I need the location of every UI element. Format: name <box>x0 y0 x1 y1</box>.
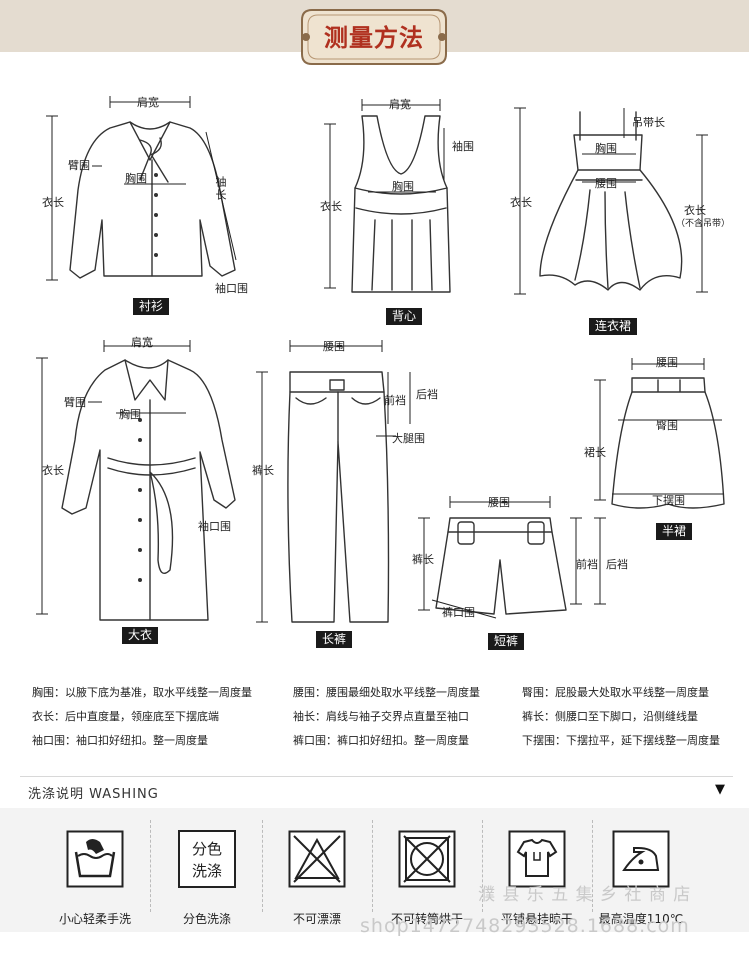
dress-drawing <box>539 111 683 291</box>
store-watermark: 濮 县 乐 五 集 乡 社 商 店 <box>478 885 692 905</box>
trousers-drawing <box>287 371 390 623</box>
shirt-sleeve-label: 袖长 <box>214 176 227 202</box>
no-tumble-dry-label: 不可转筒烘干 <box>390 912 463 926</box>
wash-item-no-bleach: 不可漂漂 <box>262 822 372 932</box>
shirt-chest-label: 胸围 <box>125 172 147 185</box>
coat-upper-arm-label: 臂围 <box>64 396 86 409</box>
shorts-length-label: 裤长 <box>412 553 434 566</box>
measurement-figures: 肩宽 臂围 胸围 衣长 袖长 袖口围 衬衫 肩宽 袖围 胸围 衣长 背心 吊带长… <box>0 80 749 655</box>
coat-chest-label: 胸围 <box>119 408 141 421</box>
vest-chest-label: 胸围 <box>392 180 414 193</box>
trousers-length-label: 裤长 <box>252 464 274 477</box>
iron-label: 最高温度110℃ <box>598 912 684 926</box>
definition-sleeve: 袖长：肩线与袖子交界点直量至袖口 <box>293 710 469 723</box>
skirt-drawing <box>611 377 725 509</box>
banner-plaque <box>301 9 447 65</box>
separate-wash-label: 分色洗涤 <box>182 912 231 926</box>
wash-separator <box>150 820 151 912</box>
vest-label: 背心 <box>386 308 423 325</box>
no-bleach-label: 不可漂漂 <box>292 912 341 926</box>
definition-leg-opening: 裤口围：裤口扣好纽扣。整一周度量 <box>293 734 469 747</box>
wash-item-hand-wash: 小心轻柔手洗 <box>40 822 150 932</box>
definition-trouser-length: 裤长：侧腰口至下脚口，沿侧缝线量 <box>522 710 698 723</box>
definition-cuff: 袖口围：袖口扣好纽扣。整一周度量 <box>32 734 208 747</box>
dress-strap-label: 吊带长 <box>632 116 665 129</box>
trousers-front-rise-label: 前裆 <box>384 394 406 407</box>
wash-separately-icon-line1: 分色 <box>191 840 222 858</box>
wash-item-no-tumble-dry: 不可转筒烘干 <box>372 822 482 932</box>
do-not-tumble-dry-icon <box>398 830 456 888</box>
wash-separator <box>372 820 373 912</box>
skirt-length-label: 裙长 <box>584 446 606 459</box>
coat-drawing <box>61 359 236 621</box>
dress-length-note: （不含吊带） <box>676 219 731 229</box>
trousers-waist-label: 腰围 <box>323 340 345 353</box>
coat-shoulder-label: 肩宽 <box>131 336 153 349</box>
shorts-drawing <box>435 517 567 615</box>
wash-separately-icon-line2: 洗涤 <box>191 862 222 880</box>
washing-section-header[interactable]: 洗涤说明 WASHING ▼ <box>20 776 733 802</box>
wash-separator <box>592 820 593 912</box>
iron-110-icon <box>612 830 670 888</box>
shirt-drawing <box>69 121 236 279</box>
definition-length: 衣长：后中直度量，领座底至下摆底端 <box>32 710 219 723</box>
shorts-front-rise-label: 前裆 <box>576 558 598 571</box>
coat-label: 大衣 <box>122 627 159 644</box>
banner-title: 测量方法 <box>324 24 424 52</box>
coat-cuff-label: 袖口围 <box>198 520 231 533</box>
dress-label: 连衣裙 <box>589 318 638 335</box>
shirt-label: 衬衫 <box>133 298 170 315</box>
vest-shoulder-label: 肩宽 <box>389 98 411 111</box>
vest-length-label: 衣长 <box>320 200 342 213</box>
hand-wash-icon <box>66 830 124 888</box>
vest-armhole-label: 袖围 <box>452 140 474 153</box>
dress-chest-label: 胸围 <box>595 142 617 155</box>
skirt-hem-label: 下摆围 <box>652 494 685 507</box>
coat-length-label: 衣长 <box>42 464 64 477</box>
trousers-label: 长裤 <box>316 631 353 648</box>
wash-item-dry-flat: 平铺悬挂晾干 <box>482 822 592 932</box>
skirt-label: 半裙 <box>656 523 693 540</box>
dress-waist-label: 腰围 <box>595 177 617 190</box>
wash-separator <box>482 820 483 912</box>
trousers-back-rise-label: 后裆 <box>416 388 438 401</box>
shirt-length-label: 衣长 <box>42 196 64 209</box>
shirt-cuff-label: 袖口围 <box>215 282 248 295</box>
shorts-back-rise-label: 后裆 <box>606 558 628 571</box>
shorts-leg-opening-label: 裤口围 <box>442 606 475 619</box>
shirt-upper-arm-label: 臂围 <box>68 159 90 172</box>
wash-separately-icon: 分色 洗涤 <box>178 830 236 888</box>
wash-item-iron: 最高温度110℃ <box>586 822 696 932</box>
dress-length-label: 衣长 <box>510 196 532 209</box>
definition-hem: 下摆围：下摆拉平，延下摆线整一周度量 <box>522 734 720 747</box>
skirt-waist-label: 腰围 <box>656 356 678 369</box>
dress-length-right-label: 衣长 <box>684 204 706 217</box>
shirt-shoulder-label: 肩宽 <box>137 96 159 109</box>
skirt-hip-label: 臀围 <box>656 419 678 432</box>
washing-title: 洗涤说明 WASHING <box>28 787 159 802</box>
vest-drawing <box>351 115 451 293</box>
url-watermark: shop1472748293528.1688.com <box>360 915 690 937</box>
garment-drawings <box>36 96 725 623</box>
hand-wash-label: 小心轻柔手洗 <box>58 912 131 926</box>
trousers-thigh-label: 大腿围 <box>392 432 425 445</box>
washing-instructions-panel: 小心轻柔手洗 分色 洗涤 分色洗涤 不可漂漂 不可转筒烘干 <box>0 808 749 932</box>
definition-waist: 腰围：腰围最细处取水平线整一周度量 <box>293 686 480 699</box>
dry-flat-label: 平铺悬挂晾干 <box>500 912 573 926</box>
expand-arrow-icon[interactable]: ▼ <box>715 782 725 797</box>
do-not-bleach-icon <box>288 830 346 888</box>
dry-flat-icon <box>508 830 566 888</box>
definition-hip: 臀围：屁股最大处取水平线整一周度量 <box>522 686 709 699</box>
wash-separator <box>262 820 263 912</box>
definition-chest: 胸围：以腋下底为基准，取水平线整一周度量 <box>32 686 252 699</box>
shorts-waist-label: 腰围 <box>488 496 510 509</box>
wash-item-separate: 分色 洗涤 分色洗涤 <box>152 822 262 932</box>
shorts-label: 短裤 <box>488 633 525 650</box>
